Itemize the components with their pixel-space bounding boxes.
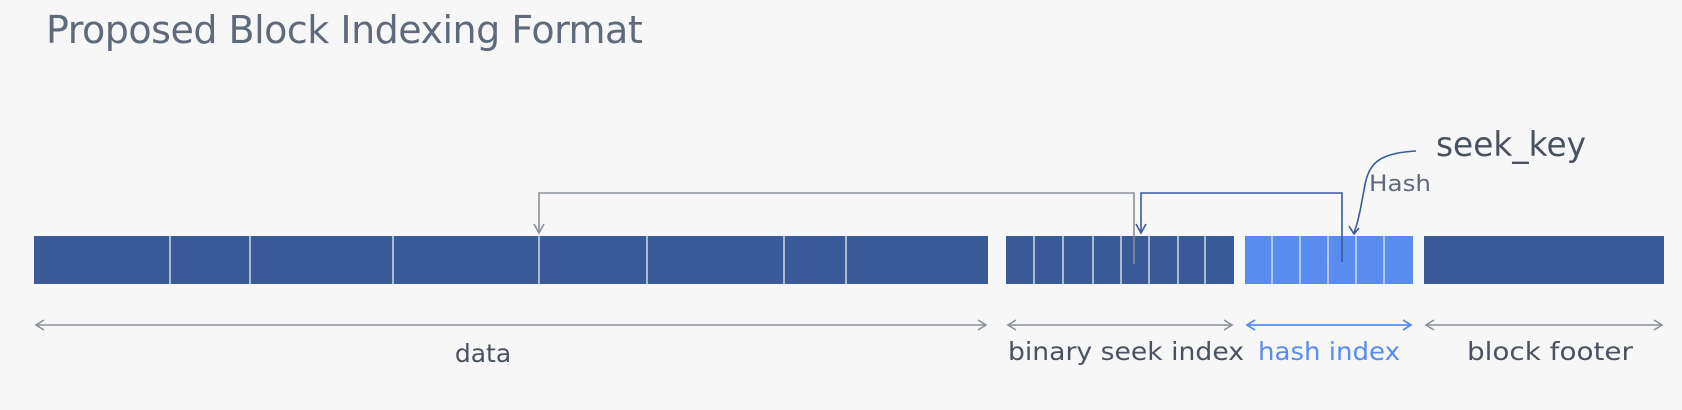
binary-to-data-connector	[538, 192, 1135, 264]
block-footer-label: block footer	[1467, 337, 1634, 366]
pointer-connectors	[533, 150, 1417, 264]
binary-seek-index-block	[1006, 236, 1234, 284]
seek-key-connector	[1353, 150, 1417, 234]
hash-label: Hash	[1369, 172, 1431, 197]
binary-seek-index-label: binary seek index	[1008, 337, 1244, 366]
seek-key-label: seek_key	[1436, 125, 1586, 165]
data-block	[34, 236, 988, 284]
binary-index-cell-dividers	[1033, 236, 1206, 284]
data-cell-dividers	[169, 236, 847, 284]
data-label: data	[455, 339, 511, 368]
hash-index-block	[1245, 236, 1413, 284]
hash-index-section	[1245, 236, 1413, 284]
seek-key-arrowhead	[1348, 225, 1360, 236]
hash-index-cell-dividers	[1271, 236, 1385, 284]
hash-to-binary-connector	[1140, 192, 1343, 262]
binary-seek-index-section	[1006, 236, 1234, 284]
slide-title: Proposed Block Indexing Format	[46, 8, 643, 52]
block-footer-section	[1424, 236, 1664, 284]
hash-index-label: hash index	[1258, 337, 1400, 366]
block-footer-block	[1424, 236, 1664, 284]
binary-to-data-arrowhead	[533, 223, 545, 235]
data-section	[34, 236, 988, 284]
hash-to-binary-arrowhead	[1135, 223, 1147, 235]
